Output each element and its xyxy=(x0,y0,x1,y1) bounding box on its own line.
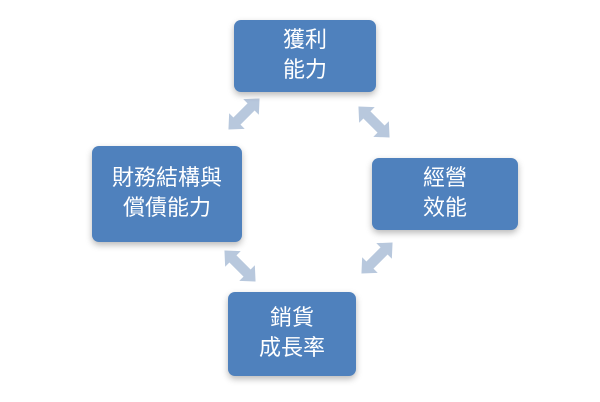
node-sales-growth: 銷貨 成長率 xyxy=(228,292,356,376)
node-financial-structure-line2: 償債能力 xyxy=(122,196,211,221)
node-profitability-line1: 獲利 xyxy=(282,28,327,53)
node-operating-efficiency-line2: 效能 xyxy=(422,196,467,221)
double-arrow-bottom-left xyxy=(224,250,256,282)
double-arrow-right-bottom xyxy=(361,242,393,274)
node-financial-structure-line1: 財務結構與 xyxy=(111,166,222,191)
node-sales-growth-line2: 成長率 xyxy=(258,336,325,361)
node-profitability: 獲利 能力 xyxy=(234,20,376,92)
node-profitability-line2: 能力 xyxy=(282,58,327,83)
double-arrow-left-top xyxy=(228,98,260,130)
node-sales-growth-line1: 銷貨 xyxy=(269,306,314,331)
node-operating-efficiency: 經營 效能 xyxy=(372,158,518,230)
node-financial-structure-solvency: 財務結構與 償債能力 xyxy=(92,146,242,242)
node-operating-efficiency-line1: 經營 xyxy=(422,166,467,191)
double-arrow-top-right xyxy=(358,106,390,138)
